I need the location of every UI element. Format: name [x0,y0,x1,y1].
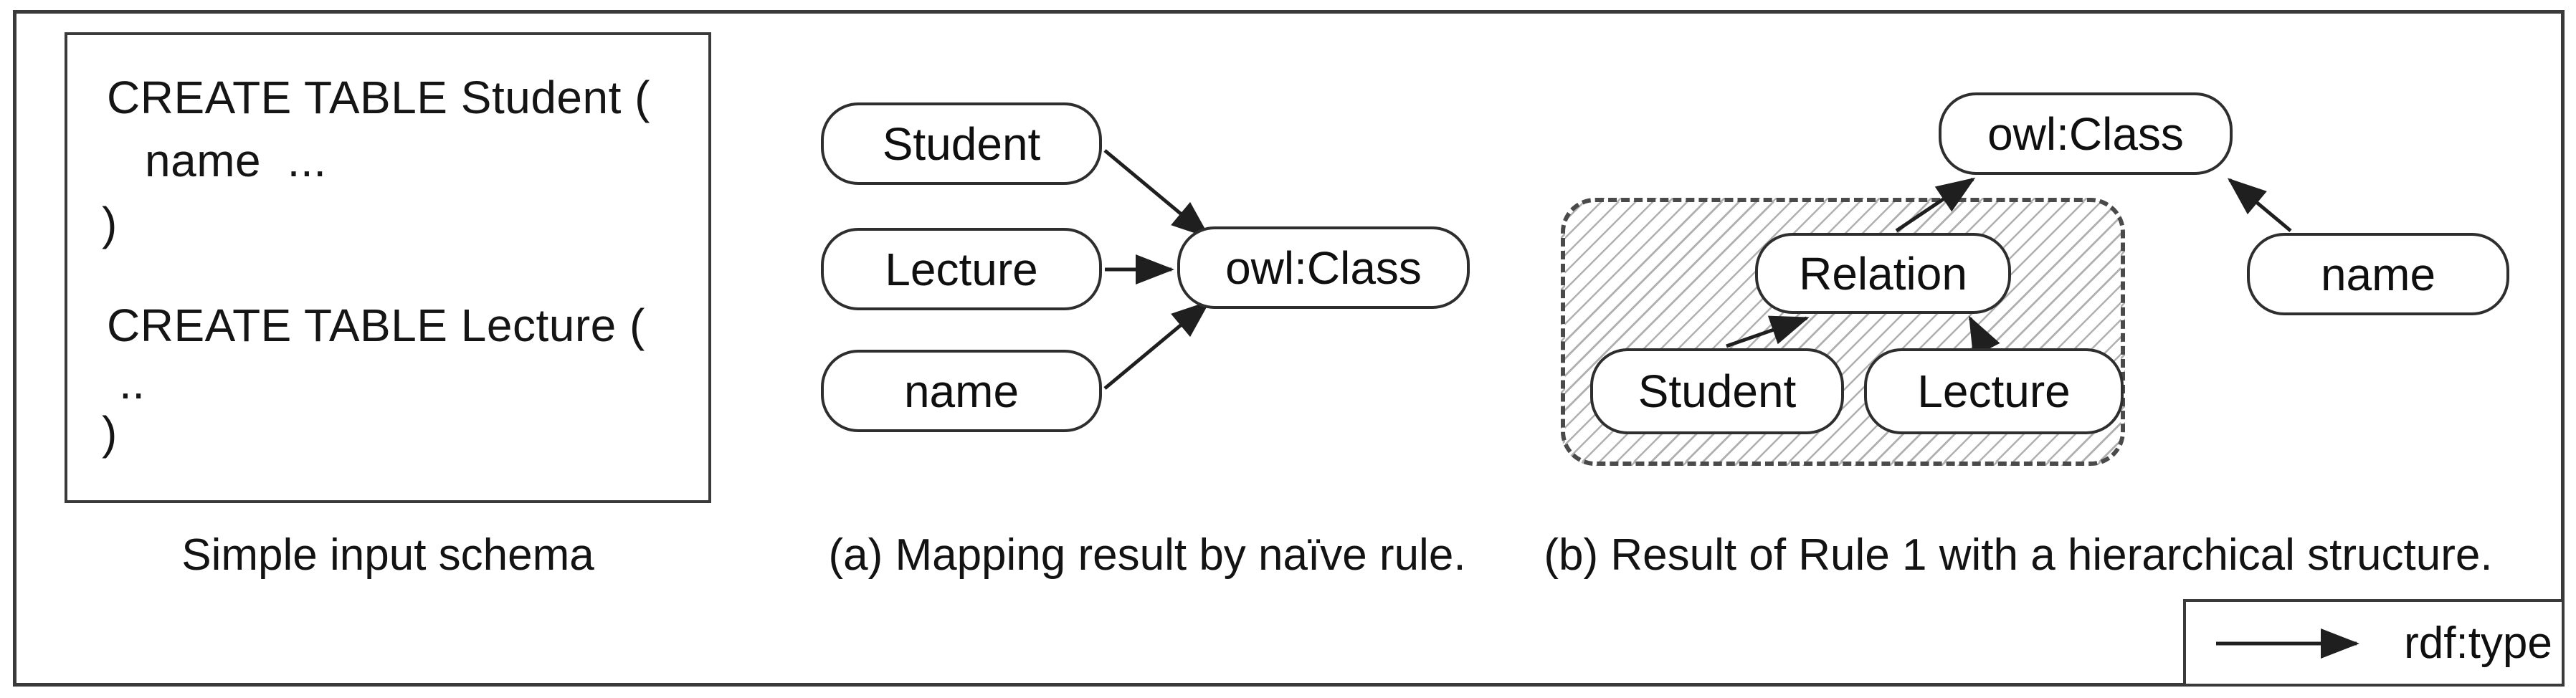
diagram-a: Student Lecture name owl:Class [789,72,1506,459]
diagram-b-caption: (b) Result of Rule 1 with a hierarchical… [1544,530,2493,580]
node-owlclass-a: owl:Class [1177,226,1470,309]
node-student-b: Student [1590,348,1844,434]
arrow-name-to-owlclass [1103,300,1211,390]
schema-code-line: CREATE TABLE Student ( [107,72,650,123]
schema-box: CREATE TABLE Student ( name ... ) CREATE… [65,32,711,503]
schema-code-line: name ... [145,135,327,186]
legend-box: rdf:type [2183,599,2565,687]
node-student-a: Student [821,102,1102,185]
node-lecture-b: Lecture [1864,348,2124,434]
schema-code-line: ) [102,198,118,249]
schema-code-line: ) [102,407,118,459]
diagram-b: owl:Class Relation Student Lecture name [1506,72,2560,473]
node-name-b: name [2247,233,2509,315]
node-owlclass-b: owl:Class [1939,92,2233,175]
schema-code-line: CREATE TABLE Lecture ( [107,300,645,351]
node-relation-b: Relation [1755,233,2011,314]
node-name-a: name [821,350,1102,432]
node-lecture-a: Lecture [821,228,1102,310]
legend-label: rdf:type [2404,618,2552,668]
rdf-type-arrow-icon [2216,628,2359,659]
schema-caption: Simple input schema [181,530,594,580]
diagram-a-caption: (a) Mapping result by naïve rule. [828,530,1466,580]
schema-code-line: .. [119,357,146,408]
arrow-name-to-owlclass-b [2227,178,2292,232]
arrow-student-to-owlclass [1103,149,1211,239]
